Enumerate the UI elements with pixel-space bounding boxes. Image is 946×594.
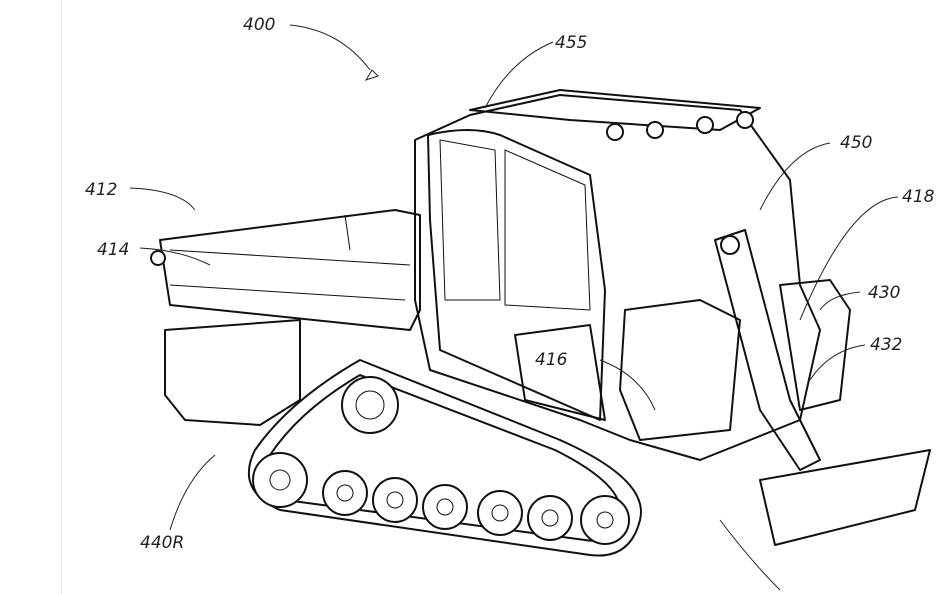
page-border (61, 0, 62, 594)
label-440r: 440R (140, 533, 184, 553)
reference-labels: 400 455 450 418 412 414 430 432 416 440R (85, 15, 935, 553)
label-400: 400 (243, 15, 275, 35)
label-418: 418 (902, 187, 935, 207)
label-412: 412 (85, 180, 117, 200)
label-450: 450 (840, 133, 872, 153)
label-430: 430 (868, 283, 900, 303)
track-wheels (252, 452, 630, 545)
label-414: 414 (97, 240, 129, 260)
label-432: 432 (870, 335, 902, 355)
leader-lines (129, 24, 899, 591)
vehicle-illustration (150, 89, 931, 557)
label-416: 416 (535, 350, 568, 370)
label-455: 455 (555, 33, 587, 53)
